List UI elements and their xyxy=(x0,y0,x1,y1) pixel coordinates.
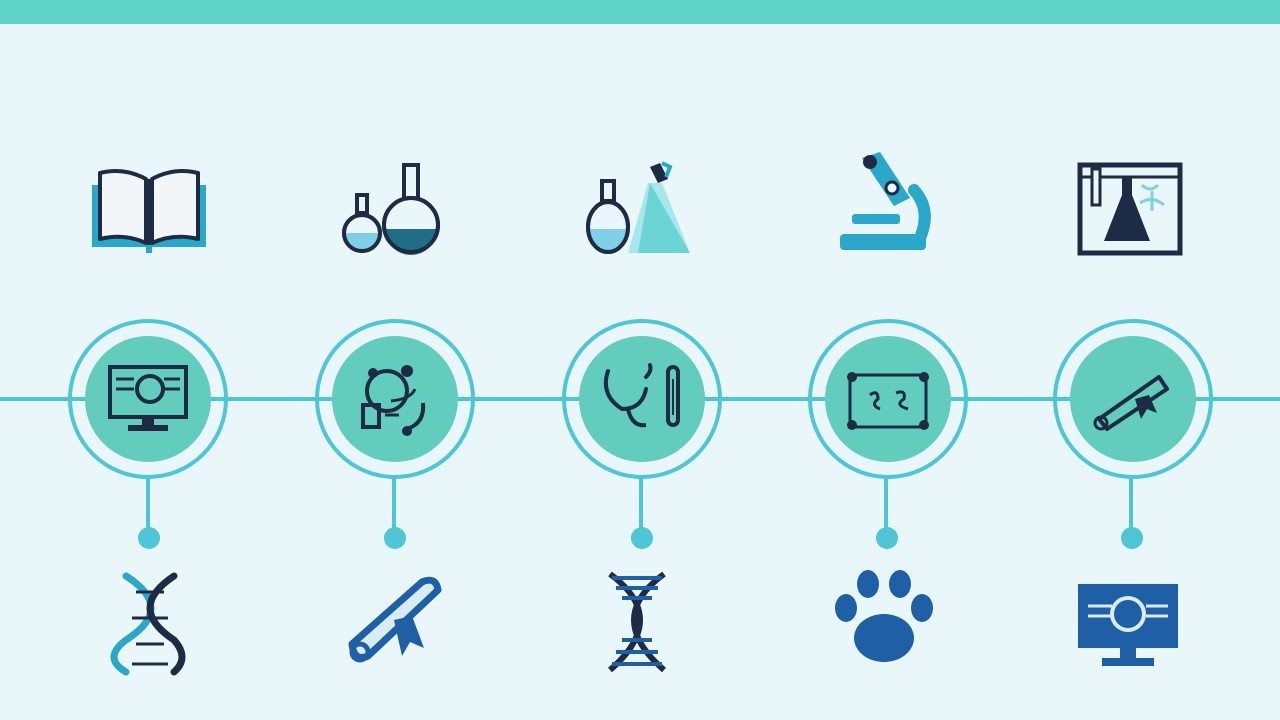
timeline-node-1 xyxy=(68,319,228,479)
timeline-node-3 xyxy=(562,319,722,479)
timeline-node-5 xyxy=(1053,319,1213,479)
timeline-node-2 xyxy=(315,319,475,479)
diploma-scroll-icon xyxy=(332,568,462,678)
connector-dot-4 xyxy=(876,527,898,549)
dna-helix-icon xyxy=(86,568,216,678)
timeline-node-4 xyxy=(808,319,968,479)
certificate-icon xyxy=(847,372,929,430)
connector-stem-4 xyxy=(884,477,888,533)
dna-helix-icon xyxy=(574,568,704,678)
connector-stem-5 xyxy=(1129,477,1133,533)
connector-stem-3 xyxy=(639,477,643,533)
connector-dot-1 xyxy=(138,527,160,549)
microscope-icon xyxy=(822,150,952,260)
robot-dog-icon xyxy=(361,365,426,436)
flasks-icon xyxy=(332,155,462,265)
connector-stem-2 xyxy=(392,477,396,533)
connector-stem-1 xyxy=(146,477,150,533)
top-accent-bar xyxy=(0,0,1280,24)
connector-dot-5 xyxy=(1121,527,1143,549)
stethoscope-icon xyxy=(603,363,680,428)
computer-monitor-icon xyxy=(108,365,188,431)
computer-monitor-icon xyxy=(1066,574,1196,684)
flask-and-beaker-icon xyxy=(578,155,708,265)
open-book-icon xyxy=(84,155,214,265)
connector-dot-3 xyxy=(631,527,653,549)
lab-apparatus-icon xyxy=(1068,155,1198,265)
diploma-scroll-icon xyxy=(1093,375,1169,431)
paw-print-icon xyxy=(820,566,950,676)
connector-dot-2 xyxy=(384,527,406,549)
